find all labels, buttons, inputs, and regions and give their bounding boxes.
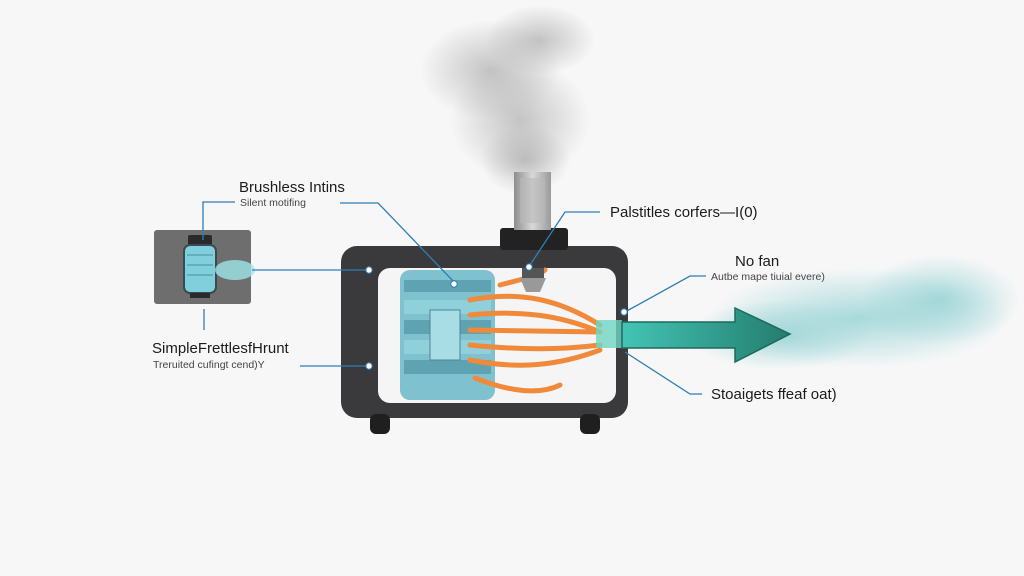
particles-title: Palstitles corfers—I(0) (610, 204, 758, 221)
inset-panel (154, 230, 255, 304)
simple-title: SimpleFrettlesfHrunt (152, 340, 289, 357)
no-fan-title: No fan (735, 253, 780, 270)
smoke-plume (420, 5, 595, 195)
leader-lines (202, 201, 706, 395)
heat-lines (467, 267, 603, 394)
simple-subtitle: Treruited cufingt cend)Y (153, 359, 265, 371)
outflow-nozzle (596, 320, 622, 348)
brushless-subtitle: Silent motifing (240, 197, 306, 209)
no-fan-subtitle: Autbe mape tiuial evere) (711, 271, 825, 283)
brushless-title: Brushless Intins (239, 179, 345, 196)
leader-dots (365, 263, 628, 370)
airflow-arrow-icon (621, 306, 792, 364)
motor-core-icon (400, 270, 495, 400)
nozzle-icon (520, 268, 546, 292)
straight-title: Stoaigets ffeaf oat) (711, 386, 837, 403)
